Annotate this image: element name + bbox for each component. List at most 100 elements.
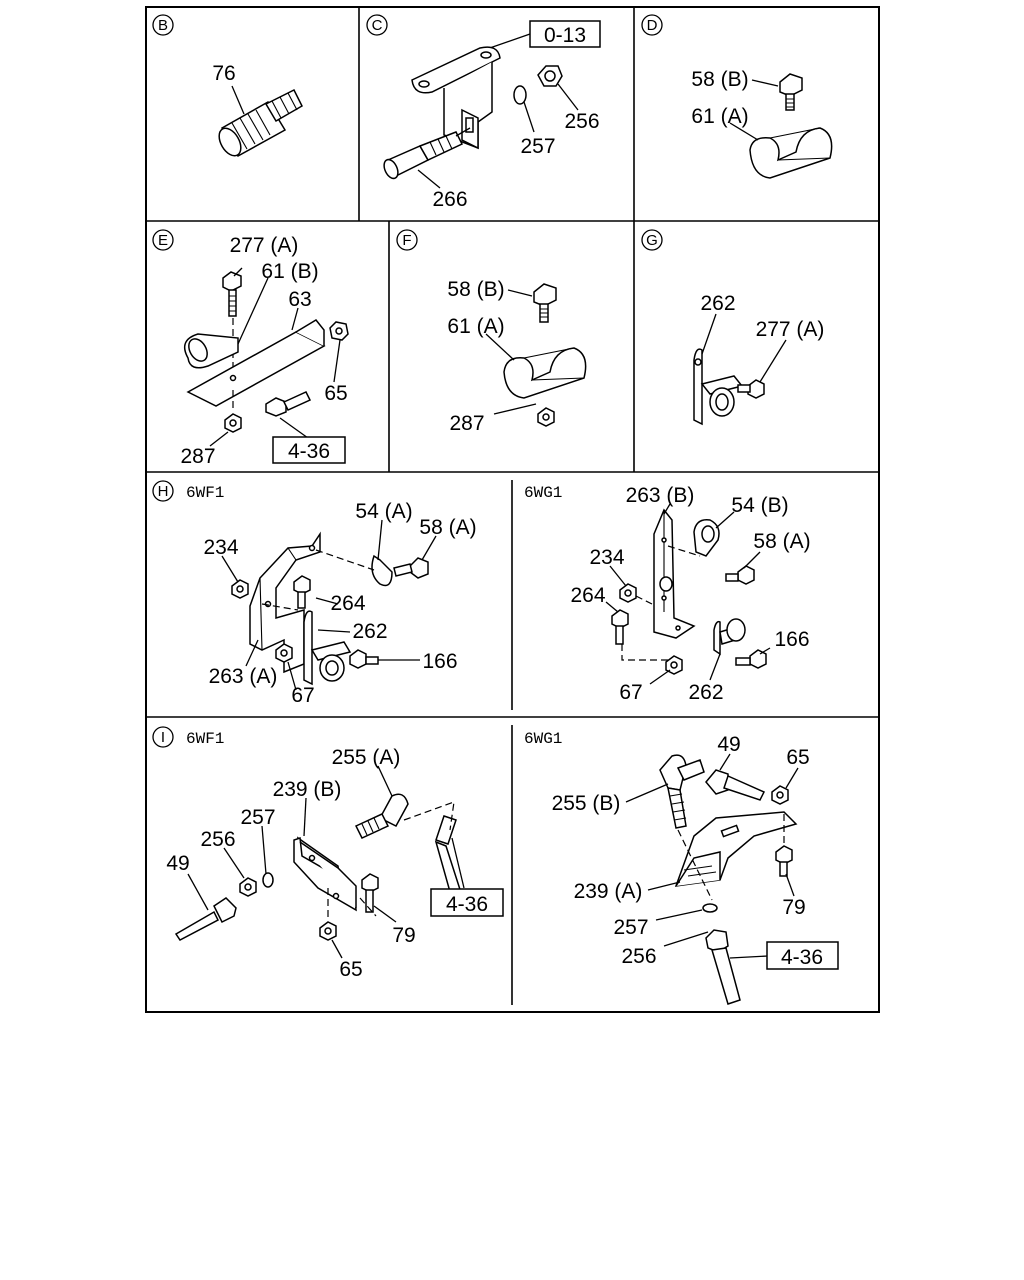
- part-287-nut: [224, 413, 242, 433]
- part-255b-elbow: [659, 754, 705, 829]
- part-264-bolt: [611, 609, 629, 645]
- part-number-266: 266: [432, 188, 467, 211]
- part-number-239b: 239 (B): [273, 778, 342, 801]
- part-number-61a: 61 (A): [447, 315, 504, 338]
- part-number-262: 262: [700, 292, 735, 315]
- part-58b-bolt: [533, 283, 557, 323]
- part-number-65: 65: [786, 746, 809, 769]
- part-54a-clip: [371, 554, 393, 587]
- panel-c: C 0-13 257 256 266: [366, 14, 601, 211]
- ref-label: 4-36: [446, 893, 488, 916]
- part-65-nut: [771, 785, 789, 805]
- part-number-262: 262: [352, 620, 387, 643]
- part-number-264: 264: [330, 592, 365, 615]
- ref-label: 4-36: [288, 440, 330, 463]
- part-number-256: 256: [621, 945, 656, 968]
- ref-label: 4-36: [781, 946, 823, 969]
- part-239a-bracket: [674, 811, 798, 887]
- part-number-264: 264: [570, 584, 605, 607]
- part-number-54b: 54 (B): [731, 494, 788, 517]
- panel-letter: F: [402, 232, 411, 249]
- part-number-287: 287: [180, 445, 215, 468]
- part-49-pipe: [174, 897, 237, 941]
- part-262-bracket: [693, 348, 744, 426]
- part-266-fitting: [383, 127, 471, 180]
- part-166-bolt: [735, 649, 767, 669]
- variant-label: 6WG1: [524, 730, 562, 748]
- part-234-nut: [619, 583, 637, 603]
- part-58b-bolt: [779, 73, 803, 111]
- part-61a-clamp: [749, 127, 833, 179]
- part-65-nut: [319, 921, 337, 941]
- panel-d: D 58 (B) 61 (A): [641, 14, 833, 179]
- part-number-277a: 277 (A): [756, 318, 825, 341]
- ref-box: [430, 888, 504, 917]
- ref-label: 0-13: [544, 24, 586, 47]
- part-number-263a: 263 (A): [209, 665, 278, 688]
- part-58a-bolt: [725, 565, 755, 585]
- panel-f: F 58 (B) 61 (A) 287: [396, 229, 587, 435]
- part-number-277a: 277 (A): [230, 234, 299, 257]
- part-number-63: 63: [288, 288, 311, 311]
- part-number-234: 234: [203, 536, 238, 559]
- variant-label: 6WF1: [186, 730, 224, 748]
- part-67-nut: [665, 655, 683, 675]
- part-number-61a: 61 (A): [691, 105, 748, 128]
- part-number-58a: 58 (A): [753, 530, 810, 553]
- part-262-bracket: [303, 610, 352, 686]
- part-63-plate: [186, 319, 326, 407]
- part-277a-bolt: [222, 271, 242, 317]
- panel-letter: I: [161, 729, 165, 746]
- part-257-washer: [513, 85, 527, 105]
- part-256-nut: [705, 929, 741, 1005]
- part-number-234: 234: [589, 546, 624, 569]
- part-number-65: 65: [339, 958, 362, 981]
- part-number-58a: 58 (A): [419, 516, 476, 539]
- part-number-257: 257: [520, 135, 555, 158]
- panel-g: G 262 277 (A): [641, 229, 825, 426]
- part-number-255b: 255 (B): [552, 792, 621, 815]
- part-239b-bracket: [293, 836, 357, 912]
- part-number-49: 49: [717, 733, 740, 756]
- panel-h-6wg1: 6WG1: [524, 484, 811, 704]
- ref-box: [766, 941, 839, 970]
- part-number-79: 79: [782, 896, 805, 919]
- part-number-65: 65: [324, 382, 347, 405]
- ref-box: [272, 436, 346, 464]
- diagram-grid: [145, 6, 880, 1013]
- part-number-79: 79: [392, 924, 415, 947]
- part-number-76: 76: [212, 62, 235, 85]
- part-number-166: 166: [774, 628, 809, 651]
- part-256-nut: [239, 877, 257, 897]
- panel-letter: H: [158, 483, 169, 500]
- part-264-bolt: [293, 575, 311, 609]
- part-79-bolt: [361, 873, 379, 913]
- panel-h-6wf1: H 6WF1: [152, 480, 477, 707]
- part-61b-clamp: [183, 333, 239, 369]
- panel-i-6wf1: I 6WF1: [152, 726, 504, 981]
- part-67-nut: [275, 643, 293, 663]
- part-277a-bolt: [737, 379, 765, 399]
- part-262-bracket: [713, 618, 746, 656]
- part-number-257: 257: [613, 916, 648, 939]
- panel-letter: G: [646, 232, 658, 249]
- part-number-49: 49: [166, 852, 189, 875]
- panel-letter: C: [372, 17, 383, 34]
- part-76-nipple: [218, 88, 303, 158]
- part-number-54a: 54 (A): [355, 500, 412, 523]
- part-255a-elbow: [354, 793, 409, 839]
- panel-e: E: [152, 229, 349, 468]
- variant-label: 6WF1: [186, 484, 224, 502]
- part-number-256: 256: [564, 110, 599, 133]
- variant-label: 6WG1: [524, 484, 562, 502]
- part-49-fitting: [705, 769, 766, 801]
- part-287-nut: [537, 407, 555, 427]
- part-number-61b: 61 (B): [261, 260, 318, 283]
- panel-letter: E: [158, 232, 168, 249]
- part-number-255a: 255 (A): [332, 746, 401, 769]
- e-ref-bolt: [265, 391, 312, 417]
- part-257-washer: [262, 872, 274, 888]
- part-number-256: 256: [200, 828, 235, 851]
- part-number-257: 257: [240, 806, 275, 829]
